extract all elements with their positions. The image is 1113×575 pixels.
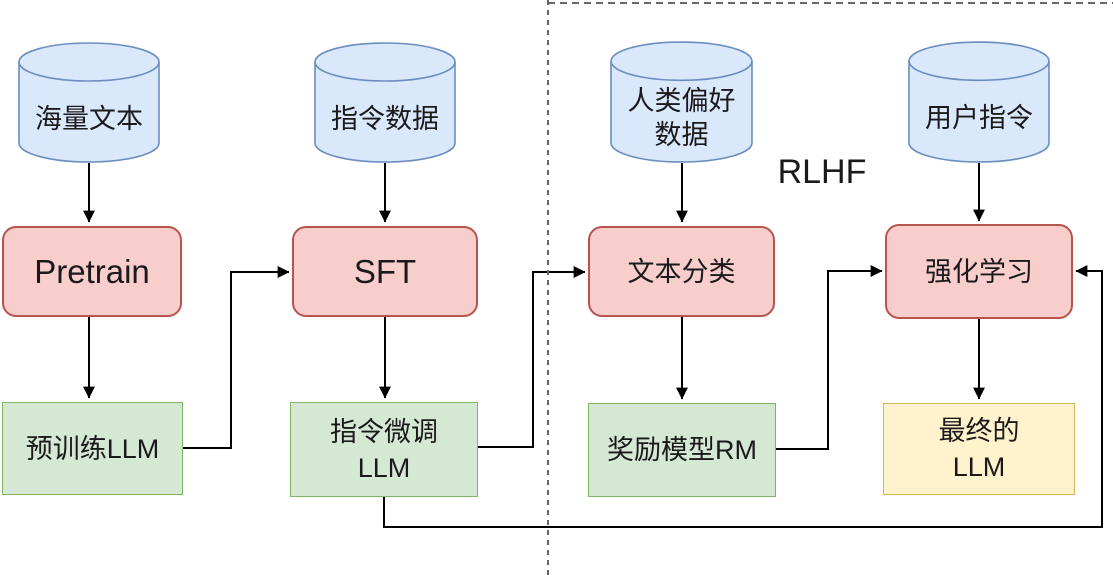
output-label: 奖励模型RM — [607, 435, 757, 465]
datastore-label: 指令数据 — [331, 103, 439, 134]
process-label: SFT — [353, 252, 417, 290]
process-label: Pretrain — [34, 252, 150, 290]
output-reward-model: 奖励模型RM — [588, 403, 776, 497]
database-cylinder-icon — [18, 42, 160, 163]
database-cylinder-icon — [610, 41, 753, 163]
arrow-pretrained-llm-to-sft — [183, 266, 290, 449]
process-label: 强化学习 — [925, 256, 1033, 287]
database-cylinder-icon — [908, 41, 1050, 163]
process-reinforcement-learning: 强化学习 — [885, 224, 1073, 319]
output-pretrained-llm: 预训练LLM — [2, 402, 183, 495]
datastore-human-preference-data: 人类偏好 数据 — [610, 41, 753, 163]
datastore-instruction-data: 指令数据 — [314, 42, 456, 163]
output-instruction-tuned-llm: 指令微调 LLM — [290, 402, 478, 497]
output-label: 最终的 LLM — [938, 416, 1020, 482]
output-final-llm: 最终的 LLM — [883, 403, 1075, 495]
arrow-instruction-tuned-llm-to-text-classification — [478, 266, 586, 448]
datastore-label: 海量文本 — [35, 103, 143, 134]
process-pretrain: Pretrain — [2, 226, 182, 317]
process-label: 文本分类 — [627, 256, 736, 287]
datastore-massive-text: 海量文本 — [18, 42, 160, 163]
output-label: 预训练LLM — [25, 433, 160, 464]
rlhf-section-label: RLHF — [777, 152, 867, 191]
process-text-classification: 文本分类 — [588, 226, 775, 317]
arrow-instruction-tuned-llm-loop-to-reinforcement-learning — [383, 265, 1103, 528]
database-cylinder-icon — [314, 42, 456, 163]
process-sft: SFT — [292, 226, 478, 317]
datastore-label: 人类偏好 数据 — [627, 86, 736, 150]
datastore-label: 用户指令 — [925, 103, 1033, 133]
arrow-reward-model-to-reinforcement-learning — [776, 265, 883, 450]
output-label: 指令微调 LLM — [330, 416, 438, 483]
datastore-user-instructions: 用户指令 — [908, 41, 1050, 163]
